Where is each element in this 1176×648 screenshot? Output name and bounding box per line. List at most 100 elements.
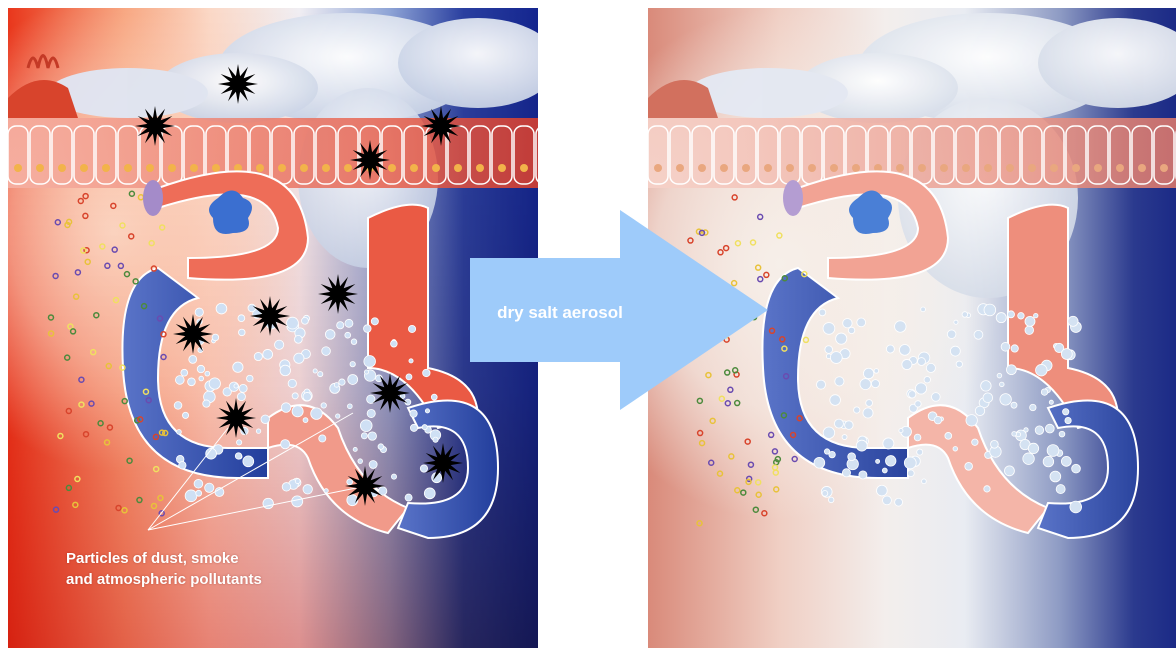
pollutant-dot (161, 355, 166, 360)
mucus-bubble (322, 347, 331, 356)
mucus-bubble (303, 485, 312, 494)
mucus-bubble (287, 317, 299, 329)
pollutant-caption: Particles of dust, smoke and atmospheric… (66, 548, 386, 590)
cell-nucleus (102, 164, 110, 172)
mucus-bubble (303, 418, 308, 423)
mucus-bubble (1056, 485, 1065, 494)
mucus-bubble (981, 381, 991, 391)
mucus-bubble (196, 490, 202, 496)
mucus-bubble (902, 359, 912, 369)
pollutant-dot (79, 402, 84, 407)
mucus-bubble (275, 340, 284, 349)
mucus-bubble (823, 323, 835, 335)
mucus-bubble (895, 498, 903, 506)
mucus-bubble (281, 440, 290, 449)
mucus-bubble (288, 379, 296, 387)
pollutant-dot (73, 502, 78, 507)
mucus-bubble (1065, 417, 1071, 423)
mucus-bubble (212, 334, 219, 341)
mucus-bubble (358, 459, 363, 464)
black-starburst-icon (423, 443, 463, 483)
pollutant-dot (111, 203, 116, 208)
mucus-bubble (975, 406, 984, 415)
cell-nucleus (984, 164, 992, 172)
mucus-bubble (829, 451, 835, 457)
mucus-bubble (857, 318, 866, 327)
cell-nucleus (432, 164, 440, 172)
mucus-bubble (842, 435, 847, 440)
mucus-bubble (996, 313, 1006, 323)
mucus-bubble (1030, 404, 1036, 410)
mucus-bubble (390, 340, 397, 347)
mucus-bubble (368, 432, 376, 440)
mucus-bubble (918, 358, 926, 366)
pollutant-dot (81, 248, 86, 253)
mucus-bubble (1050, 471, 1061, 482)
mucus-bubble (364, 370, 368, 374)
mucus-bubble (313, 369, 317, 373)
pollutant-dot (118, 263, 123, 268)
mucus-bubble (1070, 501, 1082, 513)
mucus-bubble (1043, 456, 1054, 467)
mucus-bubble (425, 409, 429, 413)
mucus-bubble (292, 406, 303, 417)
pollutant-dot (49, 331, 54, 336)
cell-nucleus (852, 164, 860, 172)
pollutant-dot (729, 454, 734, 459)
pollutant-dot (792, 456, 797, 461)
mucus-bubble (1008, 311, 1015, 318)
caption-line-1: Particles of dust, smoke (66, 548, 386, 569)
mucus-bubble (1023, 453, 1035, 464)
mucus-bubble (282, 483, 291, 492)
cell-nucleus (278, 164, 286, 172)
pollutant-dot (160, 225, 165, 230)
mucus-bubble (239, 384, 247, 392)
cell-nucleus (808, 164, 816, 172)
mucus-bubble (433, 437, 438, 442)
goblet-cell (143, 180, 163, 216)
pollutant-dot (710, 418, 715, 423)
mucus-bubble (926, 363, 935, 372)
pollutant-dot (105, 263, 110, 268)
pollutant-dot (122, 399, 127, 404)
cell-nucleus (720, 164, 728, 172)
mucus-bubble (914, 434, 921, 441)
black-starburst-icon (250, 296, 290, 336)
mucus-bubble (921, 307, 926, 312)
arrow-label: dry salt aerosol (470, 258, 650, 368)
cell-nucleus (454, 164, 462, 172)
mucus-bubble (205, 483, 214, 492)
goblet-cell (783, 180, 803, 216)
mucus-bubble (345, 319, 353, 327)
mucus-bubble (174, 402, 182, 410)
pollutant-dot (129, 191, 134, 196)
pollutant-dot (769, 432, 774, 437)
mucus-bubble (972, 439, 978, 445)
mucus-bubble (216, 303, 227, 314)
mucus-bubble (866, 400, 873, 407)
mucus-bubble (406, 374, 412, 380)
mucus-bubble (205, 371, 210, 376)
cell-nucleus (1028, 164, 1036, 172)
black-starburst-icon (216, 398, 256, 438)
mucus-bubble (337, 322, 344, 329)
mucus-bubble (351, 339, 357, 345)
mucus-bubble (909, 391, 916, 398)
pollutant-dot (149, 241, 154, 246)
mucus-bubble (1061, 349, 1072, 360)
pollutant-dot (58, 433, 63, 438)
mucus-bubble (1061, 456, 1071, 466)
pollutant-dot (732, 195, 737, 200)
mucus-bubble (303, 392, 311, 400)
mucus-bubble (874, 369, 879, 374)
mucus-bubble (871, 380, 879, 388)
pollutant-dot (697, 521, 702, 526)
cell-nucleus (742, 164, 750, 172)
cell-nucleus (80, 164, 88, 172)
black-starburst-icon (173, 314, 213, 354)
mucus-bubble (1068, 316, 1078, 326)
mucus-bubble (1024, 428, 1028, 432)
mucus-bubble (334, 383, 339, 388)
pollutant-dot (138, 195, 143, 200)
mucus-bubble (1059, 431, 1065, 437)
